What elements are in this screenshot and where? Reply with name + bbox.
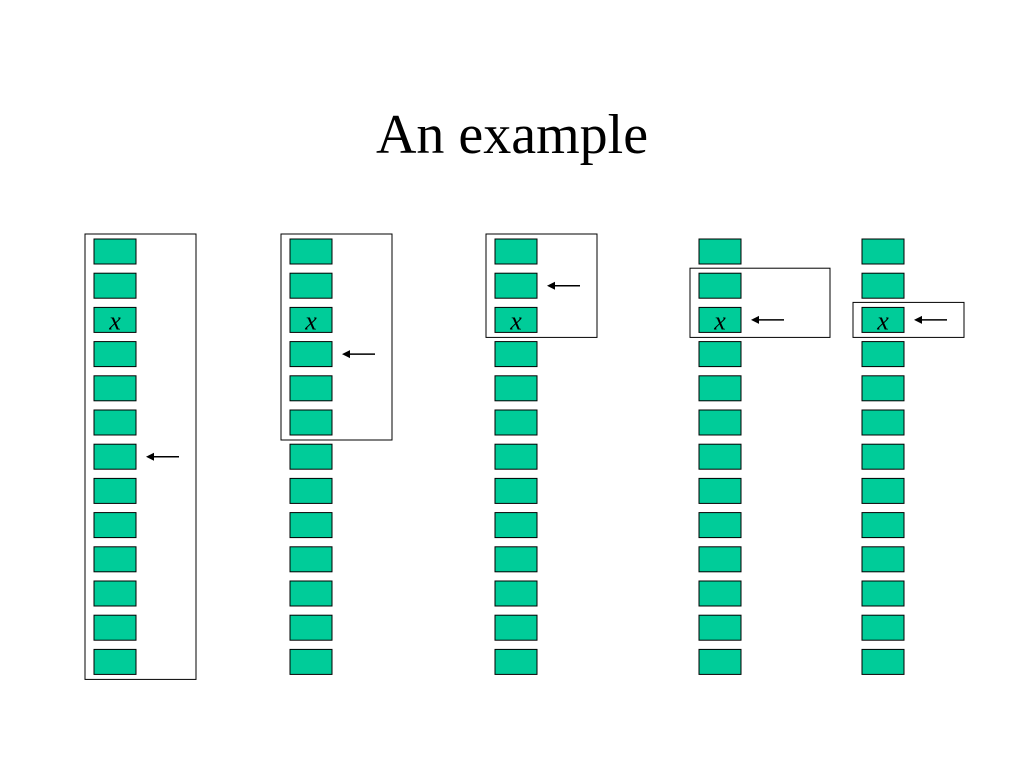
array-cell [698, 477, 742, 504]
array-cell [93, 614, 137, 641]
target-label: x [304, 306, 317, 335]
array-cell [494, 238, 538, 265]
array-cell [289, 477, 333, 504]
array-cell [289, 648, 333, 675]
array-cell [289, 341, 333, 368]
array-cell [861, 580, 905, 607]
array-cell [494, 375, 538, 402]
array-cell [698, 512, 742, 539]
array-cell [93, 306, 137, 333]
array-cell [698, 648, 742, 675]
array-cell [494, 272, 538, 299]
array-cell [861, 306, 905, 333]
search-window [84, 233, 197, 680]
target-label: x [876, 306, 889, 335]
array-cell [861, 375, 905, 402]
search-window [485, 233, 598, 338]
array-cell [861, 409, 905, 436]
pointer-arrow [751, 315, 784, 324]
array-cell [698, 375, 742, 402]
array-cell [698, 443, 742, 470]
array-cell [861, 443, 905, 470]
array-cell [698, 341, 742, 368]
array-cell [289, 546, 333, 573]
pointer-arrow [547, 281, 580, 290]
column-1: x [84, 233, 197, 680]
array-cell [93, 648, 137, 675]
array-cell [698, 306, 742, 333]
array-cell [494, 306, 538, 333]
array-cell [698, 272, 742, 299]
array-cell [93, 375, 137, 402]
array-cell [93, 341, 137, 368]
array-cell [494, 341, 538, 368]
array-cell [93, 409, 137, 436]
array-cell [861, 546, 905, 573]
array-cell [861, 648, 905, 675]
array-cell [494, 409, 538, 436]
array-cell [289, 306, 333, 333]
search-window [852, 301, 965, 338]
array-cell [861, 341, 905, 368]
array-cell [698, 238, 742, 265]
array-cell [93, 477, 137, 504]
array-cell [861, 614, 905, 641]
array-cell [93, 580, 137, 607]
array-cell [494, 477, 538, 504]
column-2: x [280, 233, 393, 675]
array-cell [698, 614, 742, 641]
array-cell [494, 648, 538, 675]
array-cell [861, 272, 905, 299]
array-cell [289, 512, 333, 539]
search-window [689, 267, 831, 338]
search-window [280, 233, 393, 441]
slide-title: An example [375, 104, 649, 166]
pointer-arrow [146, 452, 179, 461]
array-cell [494, 512, 538, 539]
array-cell [93, 272, 137, 299]
array-cell [93, 512, 137, 539]
column-4: x [689, 238, 831, 675]
target-label: x [713, 306, 726, 335]
array-cell [861, 477, 905, 504]
array-cell [93, 546, 137, 573]
array-cell [698, 409, 742, 436]
array-cell [861, 238, 905, 265]
target-label: x [509, 306, 522, 335]
column-5: x [852, 238, 965, 675]
array-cell [698, 546, 742, 573]
array-cell [93, 238, 137, 265]
array-cell [861, 512, 905, 539]
array-cell [494, 580, 538, 607]
array-cell [289, 580, 333, 607]
array-cell [289, 443, 333, 470]
pointer-arrow [914, 315, 947, 324]
array-cell [698, 580, 742, 607]
column-3: x [485, 233, 598, 675]
array-cell [494, 546, 538, 573]
array-cell [289, 272, 333, 299]
array-cell [93, 443, 137, 470]
array-cell [289, 238, 333, 265]
array-cell [494, 614, 538, 641]
array-cell [289, 375, 333, 402]
array-cell [494, 443, 538, 470]
array-cell [289, 614, 333, 641]
pointer-arrow [342, 350, 375, 359]
array-cell [289, 409, 333, 436]
target-label: x [108, 306, 121, 335]
